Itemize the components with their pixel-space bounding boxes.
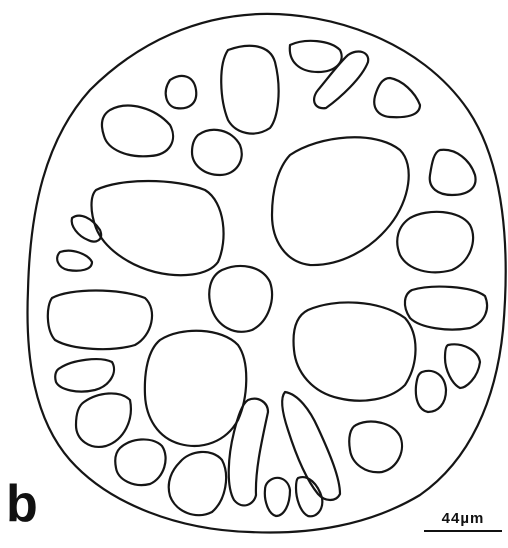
cavity: [405, 287, 487, 330]
cavity: [282, 392, 340, 500]
panel-label: b: [6, 478, 38, 530]
cavity: [169, 452, 226, 515]
cavity: [102, 106, 173, 157]
cavity: [209, 266, 272, 332]
cavity: [349, 422, 402, 473]
scale-bar-label: 44µm: [424, 510, 502, 527]
cavity: [294, 302, 416, 400]
cavity: [445, 344, 480, 388]
scale-bar: [424, 530, 502, 532]
cavity: [229, 399, 268, 506]
cavity: [430, 150, 476, 195]
cavity: [55, 359, 114, 391]
cavity: [290, 41, 342, 72]
cavity: [416, 371, 446, 412]
cavity: [92, 181, 224, 275]
cavity: [221, 46, 278, 134]
cavity: [272, 137, 409, 265]
cavity: [397, 212, 473, 272]
cavity: [115, 439, 165, 485]
cavity: [192, 130, 242, 175]
cavity: [265, 478, 290, 516]
cavity: [76, 393, 131, 446]
cavity: [145, 331, 246, 446]
cavity: [57, 251, 92, 271]
cavity: [374, 78, 420, 117]
cavity: [166, 76, 197, 108]
cavity: [48, 291, 152, 350]
